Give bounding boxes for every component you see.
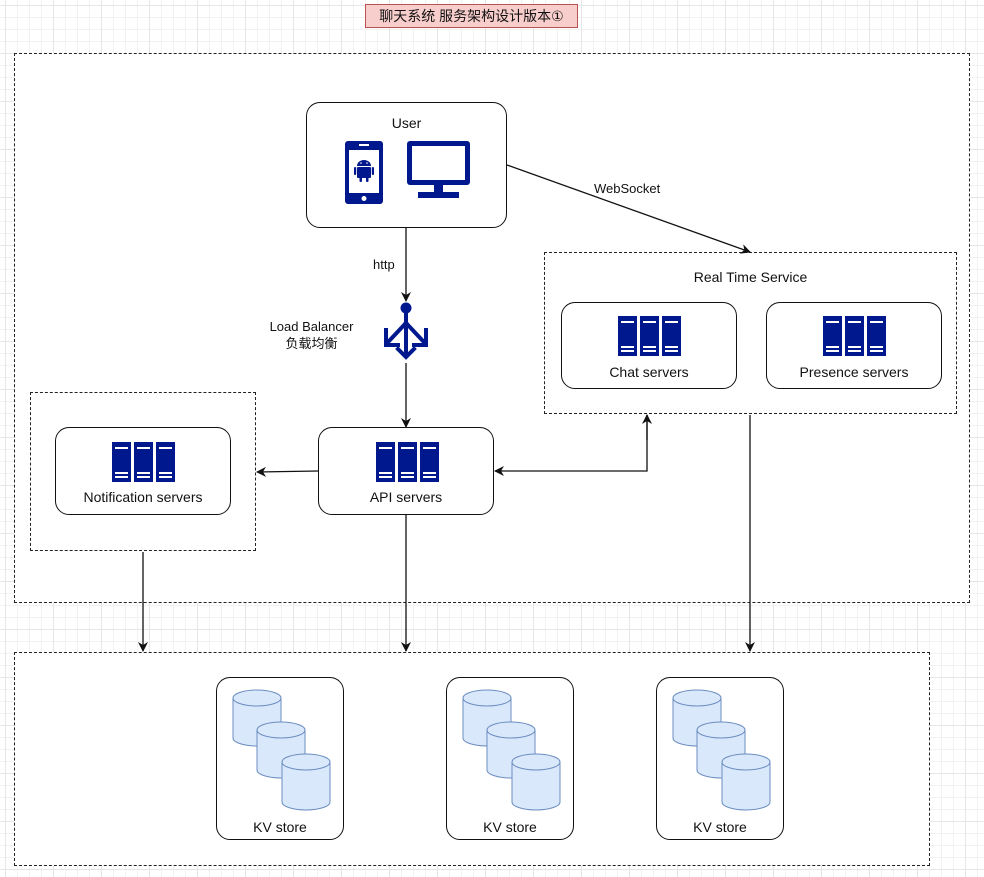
database-stack-icon [232,689,331,811]
http-label: http [373,257,395,272]
monitor-icon [407,141,470,198]
kv-store-label: KV store [693,819,747,835]
chat-servers-label: Chat servers [609,364,689,380]
api-servers-label: API servers [369,489,443,505]
kv-store-node[interactable]: KV store [446,677,574,840]
presence-servers-label: Presence servers [799,364,909,380]
server-rack-icon [112,442,175,482]
diagram-title: 聊天系统 服务架构设计版本① [365,4,578,28]
kv-store-node[interactable]: KV store [216,677,344,840]
load-balancer-label-line2: 负载均衡 [285,336,338,351]
websocket-label: WebSocket [594,181,661,196]
notification-servers-node[interactable]: Notification servers [55,427,231,515]
user-label: User [391,115,422,131]
load-balancer-icon[interactable] [382,301,430,363]
database-stack-icon [672,689,771,811]
chat-servers-node[interactable]: Chat servers [561,302,737,389]
server-rack-icon [618,316,681,356]
server-rack-icon [823,316,886,356]
api-servers-node[interactable]: API servers [318,427,494,515]
kv-store-label: KV store [253,819,307,835]
load-balancer-label: Load Balancer 负载均衡 [263,318,360,352]
presence-servers-node[interactable]: Presence servers [766,302,942,389]
load-balancer-label-line1: Load Balancer [269,319,354,334]
database-stack-icon [462,689,561,811]
user-node[interactable]: User [306,102,507,228]
notification-servers-label: Notification servers [83,489,203,505]
kv-store-node[interactable]: KV store [656,677,784,840]
kv-store-label: KV store [483,819,537,835]
server-rack-icon [376,442,439,482]
android-phone-icon [345,141,383,204]
real-time-service-label: Real Time Service [693,269,808,285]
